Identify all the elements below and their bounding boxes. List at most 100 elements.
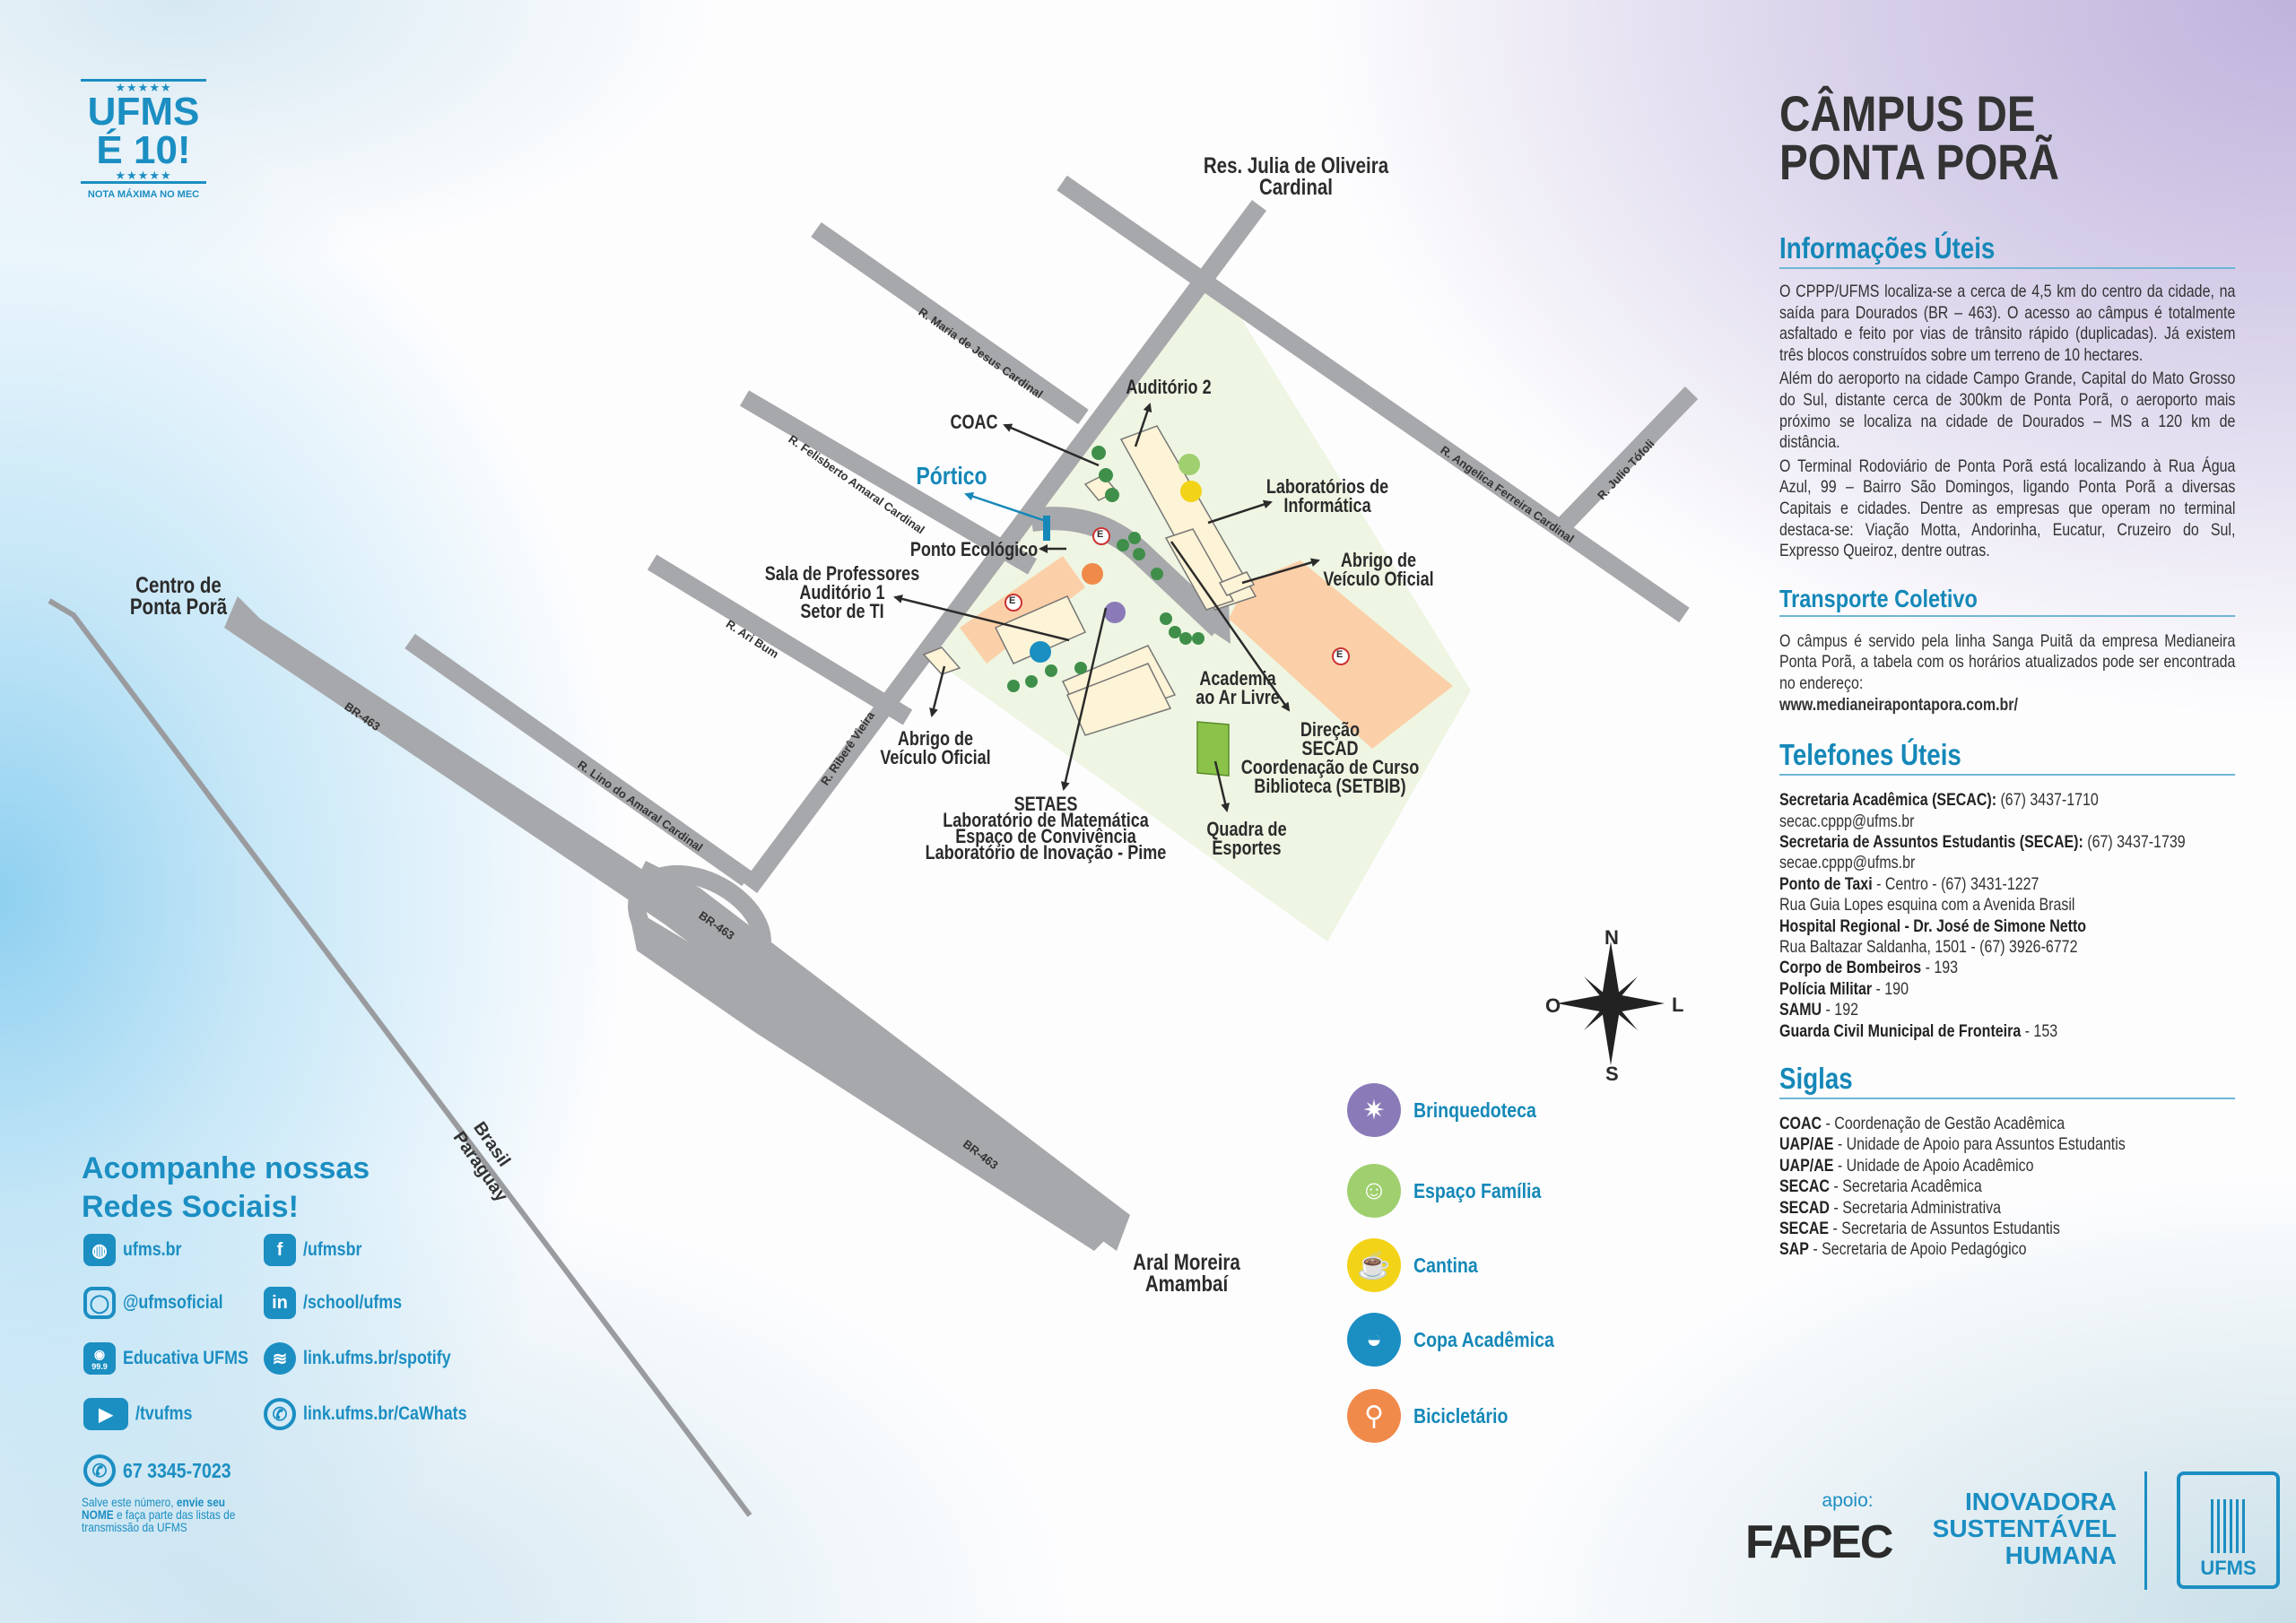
parking-mark [1092, 527, 1110, 545]
label-auditorio2: Auditório 2 [1126, 376, 1212, 398]
arrow-auditorio2 [1134, 403, 1152, 447]
heading-siglas: Siglas [1779, 1062, 2236, 1099]
building [1164, 528, 1235, 611]
compass-n: N [1605, 926, 1619, 949]
parking-label: E [1097, 529, 1104, 540]
bicycle-icon: ⚲ [1347, 1389, 1401, 1443]
tree [1151, 568, 1163, 580]
whatsapp-icon: ✆ [264, 1398, 296, 1430]
phone-line: Ponto de Taxi - Centro - (67) 3431-1227 [1779, 873, 2039, 894]
label-portico: Pórtico [916, 462, 987, 490]
ufms-e-10-logo: ★★★★★ UFMS É 10! ★★★★★ NOTA MÁXIMA NO ME… [81, 79, 206, 200]
social-linkedin[interactable]: in/school/ufms [264, 1287, 420, 1319]
arrow-quadra [1213, 760, 1231, 812]
ufms-logo: UFMS [2177, 1471, 2280, 1589]
arrow-labs [1207, 499, 1273, 525]
legend-cantina: ☕Cantina [1347, 1238, 1489, 1292]
sigla-item: COAC - Coordenação de Gestão Acadêmica [1779, 1113, 2066, 1133]
instagram-icon: ◯ [83, 1287, 116, 1319]
tree [1192, 632, 1205, 645]
logo-caption: NOTA MÁXIMA NO MEC [87, 189, 200, 200]
tree [1091, 446, 1106, 460]
legend-copa: ◒Copa Acadêmica [1347, 1313, 1579, 1367]
sigla-item: SAP - Secretaria de Apoio Pedagógico [1779, 1239, 2027, 1260]
road-julio [1557, 386, 1699, 531]
whatsapp-icon: ✆ [83, 1454, 116, 1487]
building [1218, 571, 1256, 596]
label-ponto-ecologico: Ponto Ecológico [909, 538, 1039, 560]
pinwheel-icon: ✷ [1347, 1083, 1401, 1137]
label-coac: COAC [950, 411, 998, 433]
soccer-field [1196, 721, 1230, 777]
copa-marker [1030, 641, 1051, 663]
arrow-sala-prof [893, 595, 1070, 642]
tree [1117, 539, 1129, 551]
globe-icon: ◍ [83, 1234, 116, 1266]
info-paragraph: O Terminal Rodoviário de Ponta Porã está… [1779, 456, 2236, 561]
heading-info: Informações Úteis [1779, 231, 2236, 269]
tree [1169, 626, 1181, 638]
legend-brinquedoteca: ✷Brinquedoteca [1347, 1083, 1558, 1137]
phone-line: Polícia Militar - 190 [1779, 978, 1909, 999]
arrow-direcao [1170, 541, 1291, 712]
transport-url[interactable]: www.medianeirapontapora.com.br/ [1779, 694, 2018, 715]
tree [1128, 532, 1141, 544]
tree [1099, 468, 1113, 482]
sigla-item: SECAC - Secretaria Acadêmica [1779, 1176, 1982, 1197]
tree [1007, 680, 1020, 692]
logo-ufms: UFMS [87, 90, 200, 134]
legend-espaco-familia: ☺Espaço Família [1347, 1164, 1563, 1218]
br463-roundabout [628, 864, 771, 983]
transport-text: O câmpus é servido pela linha Sanga Puit… [1779, 630, 2236, 715]
info-paragraph: O CPPP/UFMS localiza-se a cerca de 4,5 k… [1779, 282, 2236, 365]
apoio-label: apoio: [1822, 1490, 1874, 1511]
compass-s: S [1605, 1063, 1619, 1085]
bowl-icon: ◒ [1347, 1313, 1401, 1367]
arrow-abrigo-right [1241, 558, 1320, 585]
whatsapp-note: Salve este número, envie seu NOME e faça… [82, 1495, 236, 1534]
social-instagram[interactable]: ◯@ufmsoficial [83, 1287, 240, 1319]
compass-e: L [1672, 994, 1684, 1016]
compass-rose [1557, 942, 1665, 1065]
phone-line: SAMU - 192 [1779, 1000, 1858, 1020]
whatsapp-phone[interactable]: ✆67 3345-7023 [83, 1454, 250, 1487]
arrow-abrigo-left [929, 665, 946, 717]
arrow-portico [964, 491, 1044, 522]
parking-label: E [1336, 649, 1344, 660]
phone-line: secac.cppp@ufms.br [1779, 811, 1915, 831]
heading-transport: Transporte Coletivo [1779, 585, 2236, 617]
portico-marker [1043, 516, 1050, 541]
parking-label: E [1009, 595, 1016, 606]
social-website[interactable]: ◍ufms.br [83, 1234, 192, 1266]
facebook-icon: f [264, 1234, 296, 1266]
social-spotify[interactable]: ≋link.ufms.br/spotify [264, 1342, 477, 1375]
sigla-item: UAP/AE - Unidade de Apoio Acadêmico [1779, 1155, 2034, 1176]
social-whatsapp[interactable]: ✆link.ufms.br/CaWhats [264, 1398, 496, 1430]
brinquedoteca-marker [1104, 602, 1126, 623]
tree [1025, 675, 1038, 688]
tree [1074, 662, 1087, 674]
social-youtube[interactable]: ▶/tvufms [83, 1398, 203, 1430]
family-marker [1178, 454, 1200, 475]
phone-line: Secretaria de Assuntos Estudantis (SECAE… [1779, 831, 2186, 852]
logo-e10: É 10! [96, 128, 191, 172]
spotify-icon: ≋ [264, 1342, 296, 1375]
phone-line: Secretaria Acadêmica (SECAC): (67) 3437-… [1779, 790, 2099, 811]
building [994, 595, 1087, 664]
social-facebook[interactable]: f/ufmsbr [264, 1234, 372, 1266]
phone-line: Guarda Civil Municipal de Fronteira - 15… [1779, 1020, 2058, 1041]
road-maria [811, 221, 1089, 425]
linkedin-icon: in [264, 1287, 296, 1319]
road-felisberto [739, 390, 1038, 575]
